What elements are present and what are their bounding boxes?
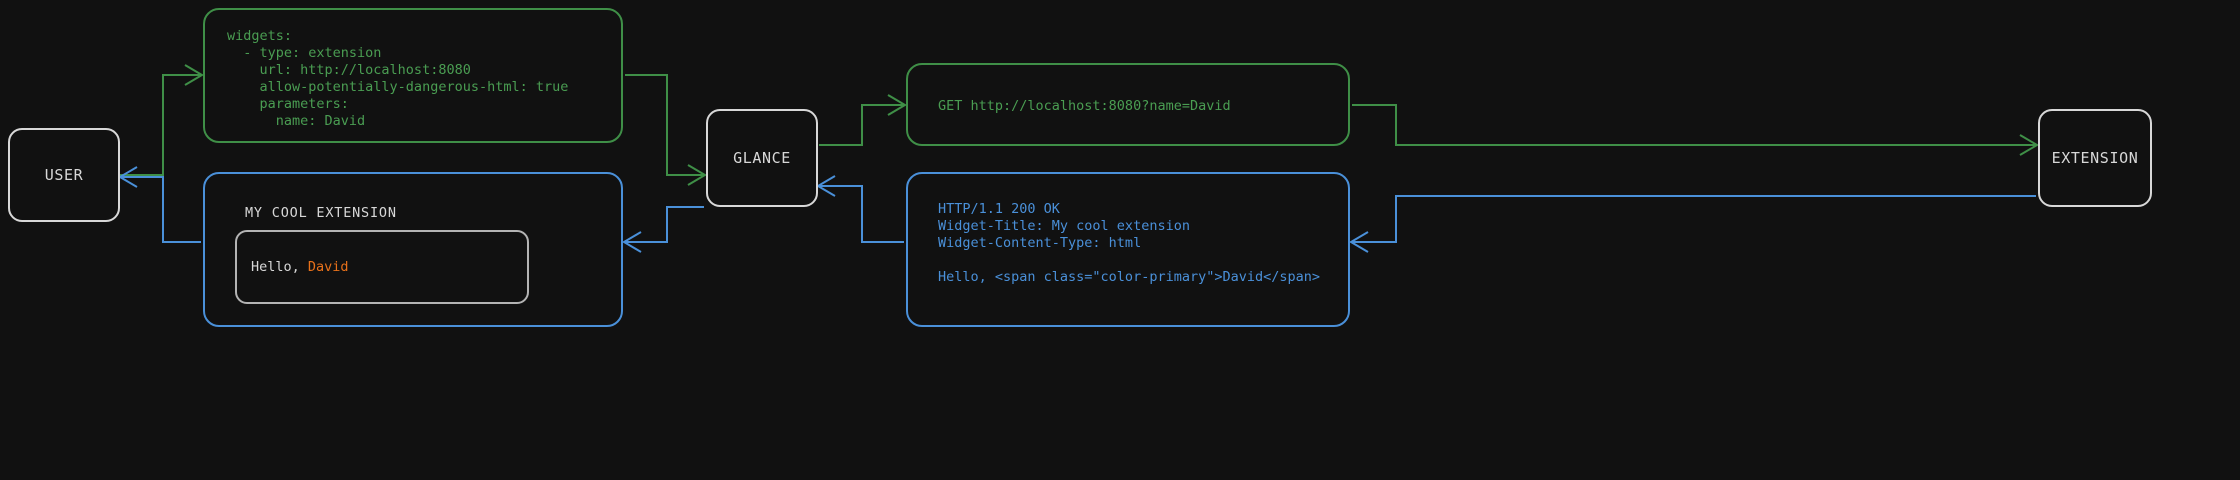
message-box-http-response: HTTP/1.1 200 OK Widget-Title: My cool ex… — [906, 172, 1350, 327]
widget-greeting-accent: David — [307, 259, 349, 275]
edge-yaml-to-glance — [625, 74, 707, 186]
message-box-rendered-widget: MY COOL EXTENSION Hello, David — [203, 172, 623, 327]
http-request-code: GET http://localhost:8080?name=David — [938, 98, 1231, 114]
message-box-http-request: GET http://localhost:8080?name=David — [906, 63, 1350, 146]
node-user-label: USER — [44, 166, 84, 184]
edge-extension-to-response — [1349, 195, 2036, 253]
node-extension[interactable]: EXTENSION — [2038, 109, 2152, 207]
widget-title: MY COOL EXTENSION — [245, 205, 397, 221]
node-extension-label: EXTENSION — [2051, 149, 2139, 167]
node-glance[interactable]: GLANCE — [706, 109, 818, 207]
edge-request-to-extension — [1352, 104, 2039, 156]
widget-card: Hello, David — [235, 230, 529, 304]
edge-glance-to-request — [819, 94, 907, 146]
edge-response-to-glance — [816, 175, 904, 243]
edge-glance-to-widget — [622, 206, 704, 253]
node-user[interactable]: USER — [8, 128, 120, 222]
yaml-config-code: widgets: - type: extension url: http://l… — [227, 28, 569, 129]
node-glance-label: GLANCE — [733, 149, 791, 167]
widget-card-text: Hello, David — [251, 259, 349, 275]
edge-widget-to-user — [118, 166, 201, 243]
widget-greeting-prefix: Hello, — [251, 259, 308, 275]
edge-user-to-yaml — [120, 64, 204, 176]
http-response-code: HTTP/1.1 200 OK Widget-Title: My cool ex… — [938, 201, 1321, 285]
message-box-yaml-config: widgets: - type: extension url: http://l… — [203, 8, 623, 143]
